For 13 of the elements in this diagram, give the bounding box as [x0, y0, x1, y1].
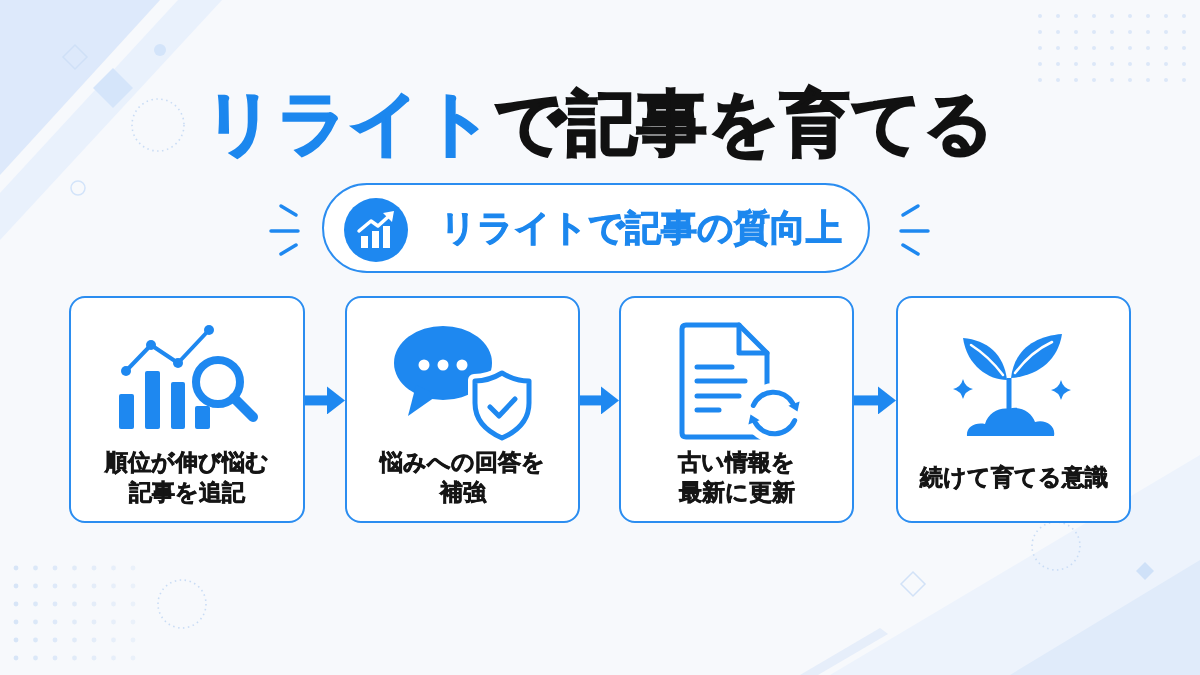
step-card — [69, 296, 305, 523]
step-card — [619, 296, 854, 523]
step-card — [896, 296, 1131, 523]
arrow — [305, 386, 345, 415]
arrow — [580, 386, 619, 415]
heading-text: リライトで記事の質向上 — [440, 206, 842, 250]
step-text: 古い情報を最新に更新 — [677, 448, 796, 507]
arrow — [854, 386, 896, 415]
step-text: 順位が伸び悩む記事を追記 — [104, 448, 270, 507]
step-card — [345, 296, 580, 523]
step-text: 悩みへの回答を補強 — [379, 448, 546, 507]
step-text: 続けて育てる意識 — [919, 462, 1108, 492]
title: リライトで記事を育てる — [204, 81, 996, 166]
